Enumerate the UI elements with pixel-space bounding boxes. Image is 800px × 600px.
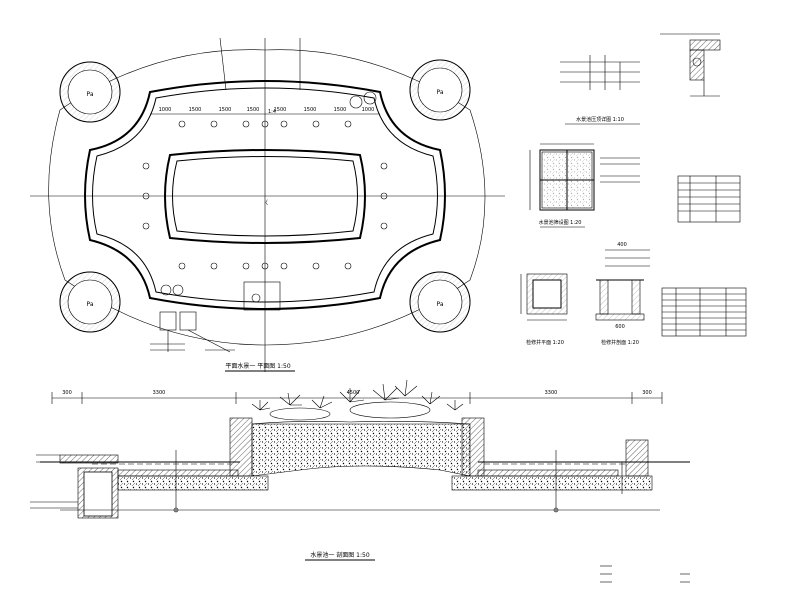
plan-title: 平面水景一 平面图 1:50 [225,362,290,370]
section-view: 300 3300 4500 3300 300 [30,379,690,561]
pool-inner-rim [92,87,438,303]
svg-text:Pa: Pa [436,301,443,308]
dim-400: 400 [617,242,627,248]
nozzle-row-bottom [178,262,352,270]
legend-table-2 [661,287,747,337]
svg-text:1500: 1500 [247,107,260,113]
svg-text:1500: 1500 [219,107,232,113]
planter-bottom-left: Pa [59,271,121,333]
inspection-well [243,281,281,311]
valve-box [179,311,197,331]
detail2-title: 水景池筛设图 1:20 [539,219,582,226]
svg-text:300: 300 [642,390,652,396]
center-label: 〈 [262,200,268,207]
svg-text:Pa: Pa [86,301,93,308]
plan-outer-boundary [48,49,486,346]
overflow-drain [349,95,363,109]
notes-block [600,565,690,583]
legend-table-1 [677,175,741,223]
plant-cluster [251,379,464,421]
planter-top-left: Pa [59,61,121,123]
svg-text:3300: 3300 [153,390,166,396]
plan-dim-mid: 1:4 [268,109,276,115]
planter-top-right: Pa [409,59,471,121]
svg-text:4500: 4500 [347,390,360,396]
nozzle-column-left [142,162,150,230]
overflow-drain [363,91,377,105]
svg-text:Pa: Pa [436,89,443,96]
planter-bottom-right: Pa [409,271,471,333]
plan-view: 〈 1000 1500 1500 [30,37,505,372]
center-basin [164,149,366,244]
nozzle-row-top [178,120,352,128]
floor-drain [160,284,172,296]
detail1-title: 水景池压顶详图 1:10 [576,116,624,123]
svg-text:1000: 1000 [362,107,375,113]
svg-text:1500: 1500 [304,107,317,113]
svg-text:1500: 1500 [189,107,202,113]
svg-text:1500: 1500 [334,107,347,113]
plan-dimension-top: 1000 1500 1500 1500 1500 1500 1500 1000 [150,107,380,115]
svg-text:Pa: Pa [86,91,93,98]
detail-grating: 水景池筛设图 1:20 [529,143,640,228]
detail3-title: 检修井平面 1:20 [526,339,564,346]
detail-well-plan: 检修井平面 1:20 [520,273,568,346]
center-basin-inner [172,156,358,237]
detail-coping: 水景池压顶详图 1:10 [560,33,721,125]
nozzle-column-right [380,162,388,230]
svg-text:300: 300 [62,390,72,396]
valve-box [159,311,177,331]
detail-well-section: 600 检修井剖面 1:20 400 [595,242,650,346]
svg-text:1000: 1000 [159,107,172,113]
svg-text:1500: 1500 [274,107,287,113]
pool-outer-rim [84,80,446,310]
detail4-title: 检修井剖面 1:20 [601,339,639,346]
floor-drain [172,284,184,296]
pump-icon [251,293,261,303]
svg-text:3300: 3300 [545,390,558,396]
section-title: 水景池一 剖面图 1:50 [310,551,369,559]
dim-600: 600 [615,324,625,330]
